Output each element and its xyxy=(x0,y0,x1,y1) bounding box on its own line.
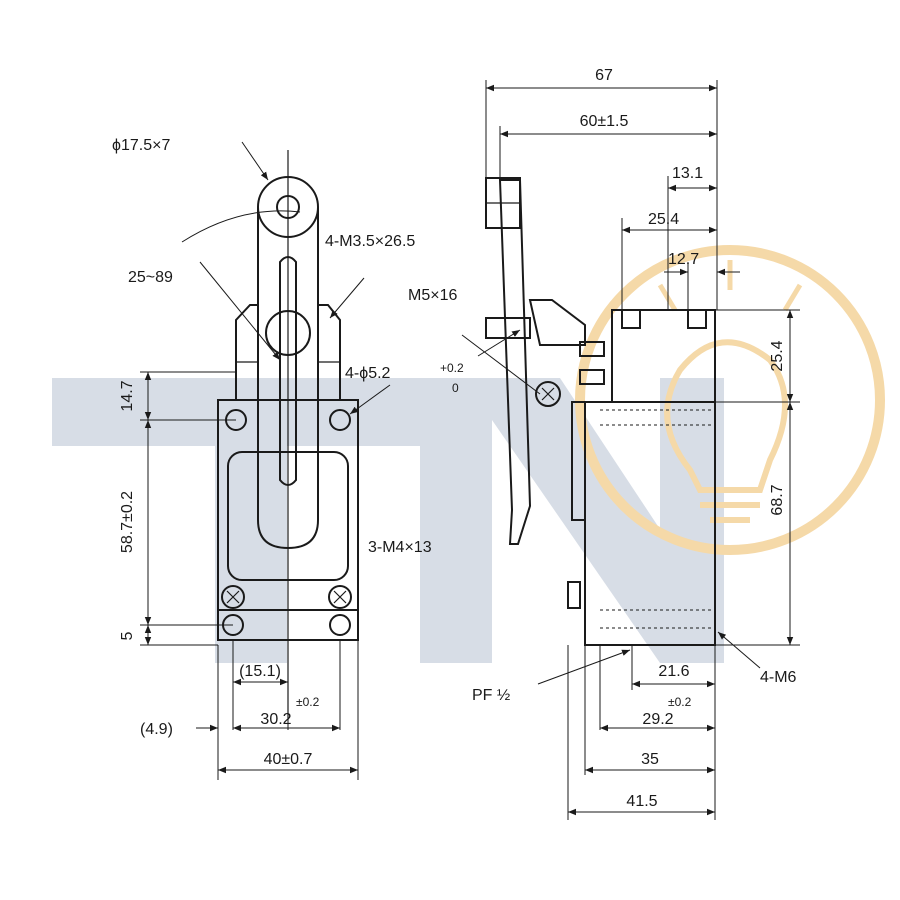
dim-29-2-tolerance: ±0.2 xyxy=(668,695,692,709)
label-angle: 25~89 xyxy=(128,269,173,286)
side-pivot-screw xyxy=(535,381,561,407)
dim-21-6: 21.6 xyxy=(658,663,689,680)
dim-body-height: 68.7 xyxy=(769,484,786,515)
dim-12-7: 12.7 xyxy=(668,251,699,268)
dim-inner-width: (15.1) xyxy=(239,663,281,680)
base-screw xyxy=(328,585,352,609)
base-screw xyxy=(221,585,245,609)
dim-pitch-tolerance: ±0.2 xyxy=(296,695,320,709)
side-view: 67 60±1.5 13.1 25.4 12.7 25.4 68.7 21.6 … xyxy=(408,67,800,820)
dim-total-length: 67 xyxy=(595,67,613,84)
dim-offset: (4.9) xyxy=(140,721,173,738)
mount-hole xyxy=(329,614,351,636)
label-conduit: PF ½ xyxy=(472,687,510,704)
dim-height-mid: 58.7±0.2 xyxy=(119,491,136,553)
dim-41-5: 41.5 xyxy=(626,793,657,810)
label-m5-screw: M5×16 xyxy=(408,287,457,304)
dim-25-4: 25.4 xyxy=(648,211,679,228)
dim-height-bot: 5 xyxy=(119,631,136,640)
dim-total-width: 40±0.7 xyxy=(264,751,313,768)
watermark-tn-logo xyxy=(52,378,724,663)
dim-height-top: 14.7 xyxy=(119,380,136,411)
lever-slot xyxy=(279,256,297,486)
dim-pitch-width: 30.2 xyxy=(260,711,291,728)
label-tol-plus: +0.2 xyxy=(440,361,464,375)
dim-35: 35 xyxy=(641,751,659,768)
label-base-screws: 3-M4×13 xyxy=(368,539,432,556)
side-actuator-head xyxy=(528,299,586,346)
mount-hole xyxy=(329,409,351,431)
side-lever-plate xyxy=(498,179,532,545)
label-lever-screws: 4-M3.5×26.5 xyxy=(325,233,415,250)
label-thread: 4-M6 xyxy=(760,669,797,686)
dim-29-2: 29.2 xyxy=(642,711,673,728)
label-mount-holes: 4-ϕ5.2 xyxy=(345,365,391,382)
dim-13-1: 13.1 xyxy=(672,165,703,182)
watermark-bulb-icon xyxy=(575,245,885,555)
label-roller: ϕ17.5×7 xyxy=(112,137,170,154)
front-view: 14.7 58.7±0.2 5 (15.1) 30.2 ±0.2 (4.9) 4… xyxy=(112,137,432,780)
watermark xyxy=(52,245,885,663)
dim-lever-length: 60±1.5 xyxy=(580,113,629,130)
dim-head-height: 25.4 xyxy=(769,340,786,371)
label-tol-zero: 0 xyxy=(452,381,459,395)
